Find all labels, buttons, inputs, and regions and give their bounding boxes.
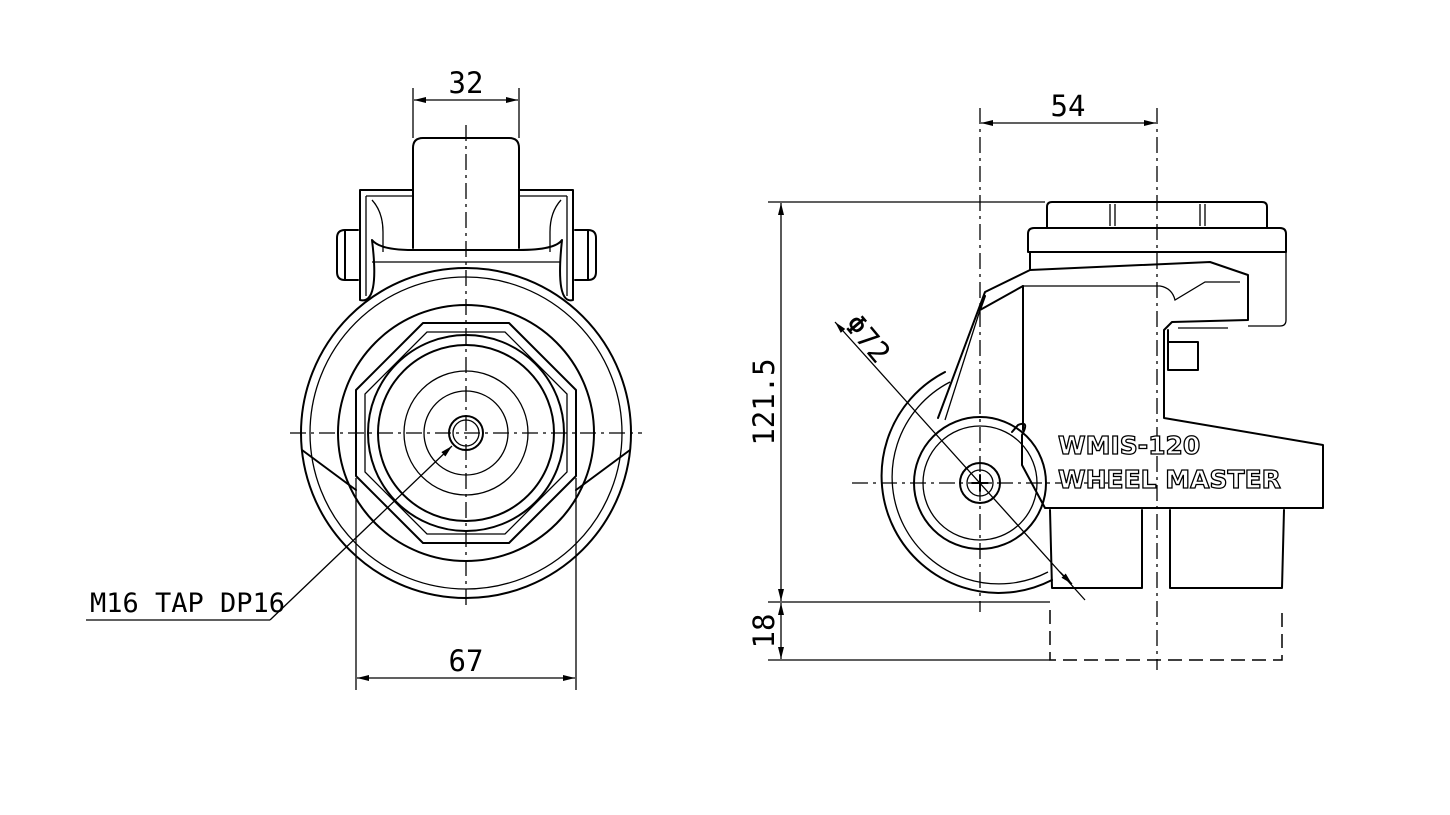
front-dim-top-label: 32 xyxy=(449,66,484,100)
side-dim-diameter-label: Φ72 xyxy=(838,308,898,370)
side-foot xyxy=(1049,509,1285,589)
front-bolt-left xyxy=(336,229,359,281)
front-hex-nut xyxy=(355,322,577,544)
side-dim-bottom-label: 18 xyxy=(747,614,781,649)
side-view: Φ72 54 121.5 18 WMIS-120 WHEEL MASTER xyxy=(747,89,1324,670)
side-diameter-leader xyxy=(834,321,1086,601)
brand-name-label: WHEEL MASTER xyxy=(1058,465,1281,494)
tap-leader xyxy=(269,445,453,621)
side-wheel-rim xyxy=(880,371,1053,594)
side-flange xyxy=(1027,227,1287,253)
front-bolt-right xyxy=(574,229,597,281)
brand-model-label: WMIS-120 xyxy=(1058,431,1200,460)
side-dim-top-label: 54 xyxy=(1051,89,1086,123)
side-foot-extended xyxy=(1049,610,1283,661)
front-dim-bottom-label: 67 xyxy=(449,644,484,678)
front-view: 32 67 M16 TAP DP16 xyxy=(86,66,642,690)
side-dim-height-label: 121.5 xyxy=(747,358,781,445)
tap-callout-label: M16 TAP DP16 xyxy=(90,588,285,619)
